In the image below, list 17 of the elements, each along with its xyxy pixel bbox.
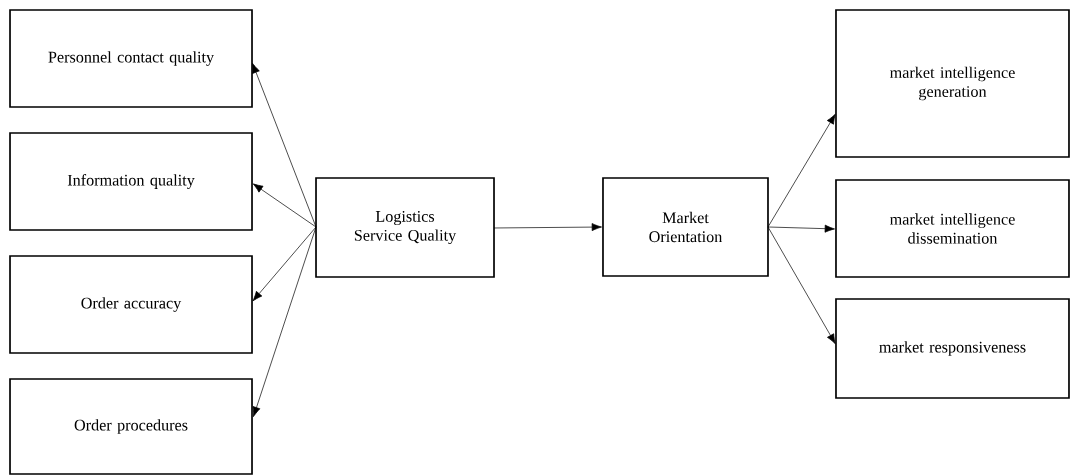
process-box: Market Orientation: [602, 177, 769, 277]
arrow: [767, 226, 836, 345]
process-box: Information quality: [9, 132, 253, 231]
process-box: market responsiveness: [835, 298, 1070, 399]
process-box: Order accuracy: [9, 255, 253, 354]
arrow: [252, 226, 317, 417]
process-box: Logistics Service Quality: [315, 177, 495, 278]
arrow: [767, 224, 835, 233]
process-box: market intelligence dissemination: [835, 179, 1070, 278]
process-box: market intelligence generation: [835, 9, 1070, 158]
arrow: [493, 223, 602, 232]
arrow: [252, 226, 317, 302]
arrow: [252, 183, 317, 228]
process-box: Personnel contact quality: [9, 9, 253, 108]
arrow: [767, 113, 836, 228]
process-box: Order procedures: [9, 378, 253, 475]
arrow: [252, 63, 317, 228]
